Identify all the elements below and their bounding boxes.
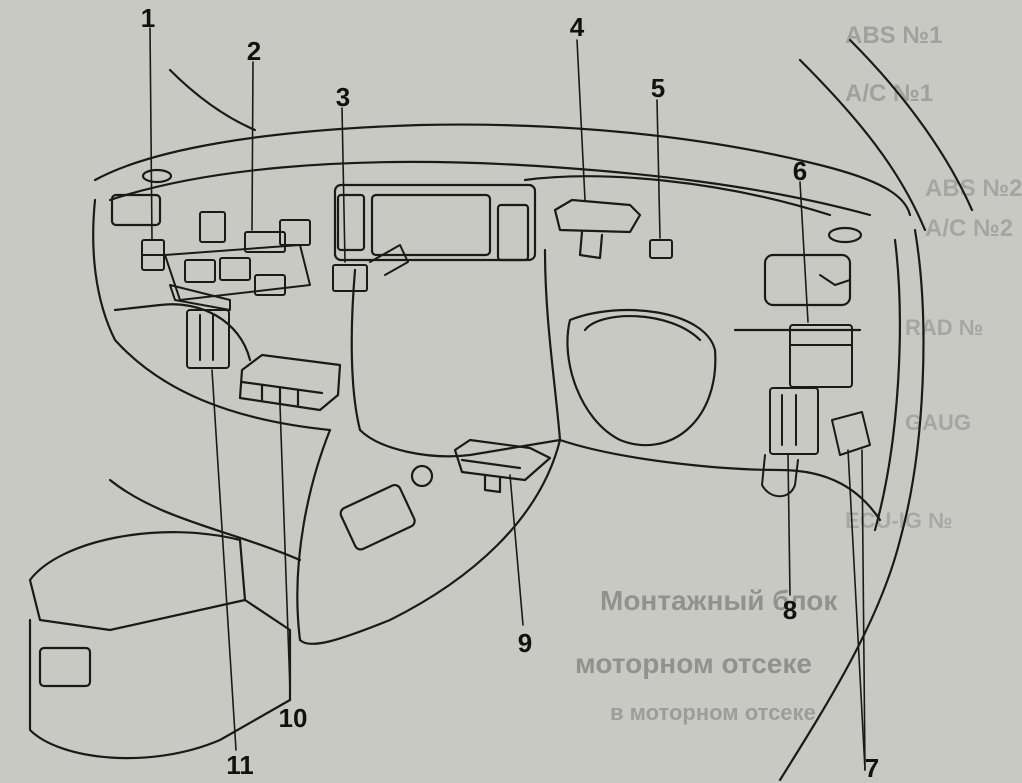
- dashboard-upper-pad: [108, 160, 872, 217]
- console-tunnel: [296, 428, 332, 642]
- leader-5: [656, 99, 661, 239]
- door-edge-right: [778, 228, 925, 782]
- component-5-connector: [649, 239, 673, 259]
- console-box-pocket: [38, 646, 92, 688]
- console-box: [28, 531, 247, 632]
- component-6-relay-box: [789, 274, 853, 388]
- leader-10: [279, 404, 291, 691]
- callout-6: 6: [792, 156, 808, 186]
- component-4-module: [553, 198, 642, 260]
- bleed-text-rad: RAD №: [905, 315, 984, 340]
- dashboard-top-outline: [93, 123, 912, 217]
- bleed-text-block: Монтажный блок: [600, 585, 838, 616]
- diagram: ABS №1 A/C №1 ABS №2 A/C №2 RAD № GAUG E…: [28, 3, 1022, 783]
- bleed-text-ac-2: A/C №2: [925, 215, 1014, 242]
- bleed-text-engine-bay: моторном отсеке: [575, 648, 812, 679]
- callout-10: 10: [278, 703, 308, 733]
- leader-lines: [149, 27, 866, 771]
- component-3-connector: [332, 244, 409, 292]
- callout-8: 8: [782, 595, 798, 625]
- component-8-fuse-block: [761, 387, 819, 498]
- a-pillar-right-2: [848, 38, 974, 212]
- center-vent-right: [496, 203, 530, 262]
- center-stack-left: [350, 268, 362, 432]
- floor-line: [108, 478, 302, 562]
- dash-right-lower: [558, 438, 882, 522]
- a-pillar-right: [798, 58, 927, 232]
- bleed-text-abs-1: ABS №1: [845, 22, 943, 49]
- callout-5: 5: [650, 73, 666, 103]
- leader-8: [787, 454, 791, 596]
- left-vent: [110, 193, 162, 227]
- bleed-text-engine-bay-2: в моторном отсеке: [610, 700, 816, 725]
- dashboard-lower-edge: [92, 198, 332, 432]
- component-9-airbag-sensor: [453, 438, 552, 494]
- center-stack-right: [543, 248, 562, 442]
- callout-9: 9: [517, 628, 533, 658]
- callout-2: 2: [246, 36, 262, 66]
- left-tweeter: [141, 168, 173, 184]
- bleed-text-abs-2: ABS №2: [925, 175, 1022, 202]
- callout-11: 11: [226, 750, 254, 780]
- component-7-relay: [831, 411, 871, 456]
- center-display: [370, 193, 492, 257]
- bleed-text-gauge: GAUG: [905, 410, 971, 435]
- knee-panel-left: [113, 303, 252, 362]
- component-10-ecu: [238, 353, 342, 412]
- windshield-line: [168, 68, 257, 132]
- console-box-front: [28, 618, 292, 760]
- callout-1: 1: [140, 3, 156, 33]
- center-console: [358, 428, 562, 458]
- callout-3: 3: [335, 82, 351, 112]
- callout-4: 4: [569, 12, 585, 42]
- console-slot: [339, 483, 416, 551]
- center-display-frame: [333, 183, 537, 262]
- leader-9: [509, 474, 524, 626]
- center-vent-left: [336, 193, 366, 252]
- leader-7b: [861, 449, 866, 771]
- leader-3: [341, 107, 346, 263]
- dashboard-drawing: [28, 27, 974, 782]
- component-11-relay-block: [186, 309, 230, 369]
- console-tunnel-right: [298, 438, 562, 645]
- right-tweeter: [827, 226, 863, 244]
- leader-1: [149, 27, 153, 241]
- console-box-side: [243, 598, 292, 702]
- dash-right-top: [523, 175, 832, 217]
- steering-shroud: [566, 308, 717, 447]
- callout-7: 7: [864, 753, 880, 783]
- component-1-connector: [141, 239, 165, 271]
- bleed-text-ac-1: A/C №1: [845, 80, 934, 107]
- leader-4: [576, 39, 586, 201]
- steering-inner: [583, 315, 702, 342]
- door-edge-right-2: [873, 238, 901, 532]
- leader-2: [251, 61, 254, 231]
- leader-7a: [847, 449, 866, 771]
- leader-11: [211, 369, 237, 751]
- shift-knob: [410, 464, 434, 488]
- right-vent: [763, 253, 852, 307]
- component-2-junction-block: [164, 211, 311, 311]
- leader-6: [799, 181, 809, 323]
